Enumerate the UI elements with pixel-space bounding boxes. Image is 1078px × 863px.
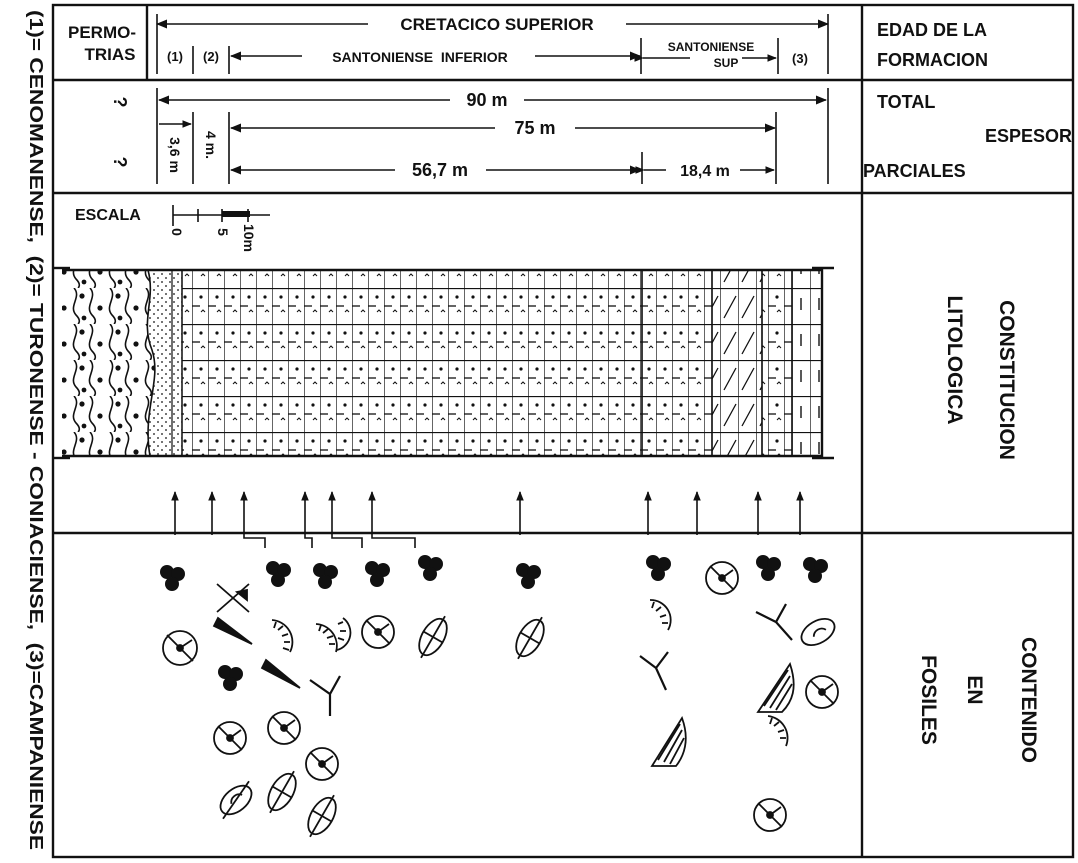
rudist-icon — [756, 661, 795, 713]
partial-thickness-184: 18,4 m — [680, 163, 730, 180]
gastropod-icon — [219, 780, 253, 820]
stage-santoniense-inferior: SANTONIENSE INFERIOR — [332, 49, 508, 65]
foraminifera-icon — [516, 563, 541, 589]
crinoid-icon — [361, 615, 395, 649]
stage-3-label: (3) — [792, 51, 808, 66]
sample-arrows — [171, 491, 804, 548]
branch-fossil-icon — [755, 603, 793, 641]
scale-label: ESCALA — [75, 207, 141, 224]
constitucion-label: CONSTITUCION — [995, 300, 1018, 460]
litologica-label: LITOLOGICA — [943, 295, 966, 424]
scale-tick-5: 5 — [215, 228, 231, 236]
crinoid-icon — [705, 561, 739, 595]
ostracod-icon — [267, 770, 297, 814]
foraminifera-icon — [365, 561, 390, 587]
echinoid-spine-icon — [649, 599, 672, 631]
contenido-label: CONTENIDO — [1017, 637, 1040, 763]
edad-label-line1: EDAD DE LA — [877, 20, 987, 40]
espesor-label: ESPESOR — [985, 126, 1072, 146]
total-thickness-value: 90 m — [466, 90, 507, 110]
crinoid-icon — [305, 747, 339, 781]
right-column-labels: EDAD DE LA FORMACION TOTAL ESPESOR PARCI… — [863, 20, 1072, 763]
period-permotrias-line2: TRIAS — [85, 45, 136, 64]
rudist-icon — [650, 715, 687, 767]
crinoid-icon — [805, 675, 839, 709]
en-label: EN — [963, 675, 986, 704]
stage-2-label: (2) — [203, 49, 219, 64]
thickness-row: ? ? 90 m 75 m 3,6 m 4 m. 56,7 m 18,4 m — [110, 88, 829, 184]
partial-thickness-4: 4 m. — [203, 131, 219, 159]
fosiles-label: FOSILES — [917, 655, 940, 745]
stage-santoniense-sup-line1: SANTONIENSE — [668, 40, 754, 54]
partial-thickness-567: 56,7 m — [412, 160, 468, 180]
echinoid-spine-icon — [767, 715, 789, 747]
crinoid-icon — [162, 630, 198, 666]
scale-tick-10: 10m — [241, 224, 257, 252]
crinoid-icon — [267, 711, 301, 745]
crinoid-icon — [213, 721, 247, 755]
scale-tick-0: 0 — [169, 228, 185, 236]
parciales-label: PARCIALES — [863, 161, 966, 181]
ostracod-icon — [307, 794, 337, 838]
crinoid-icon — [753, 798, 787, 832]
foraminifera-icon — [756, 555, 781, 581]
foraminifera-icon — [160, 565, 185, 591]
echinoid-spine-icon — [315, 623, 338, 653]
total-label: TOTAL — [877, 92, 935, 112]
unknown-thickness-mark: ? — [110, 97, 130, 108]
partial-thickness-36: 3,6 m — [167, 137, 183, 173]
branch-fossil-icon — [309, 675, 341, 716]
spicule-icon — [260, 658, 301, 689]
ostracod-icon — [515, 616, 545, 660]
partial-thickness-75: 75 m — [514, 118, 555, 138]
bryozoan-icon — [216, 583, 250, 613]
branch-fossil-icon — [639, 651, 669, 691]
period-permotrias-line1: PERMO- — [68, 23, 136, 42]
stage-legend: (1)= CENOMANENSE, (2)= TURONENSE - CONIA… — [26, 10, 46, 850]
gastropod-icon — [800, 617, 836, 647]
foraminifera-icon — [266, 561, 291, 587]
spicule-icon — [212, 616, 253, 645]
echinoid-spine-icon — [271, 619, 294, 653]
fossil-symbols — [160, 555, 839, 838]
foraminifera-icon — [418, 555, 443, 581]
period-cretacico-superior: CRETACICO SUPERIOR — [400, 15, 593, 34]
foraminifera-icon — [313, 563, 338, 589]
edad-label-line2: FORMACION — [877, 50, 988, 70]
age-header: PERMO- TRIAS CRETACICO SUPERIOR (1) (2) … — [68, 14, 830, 74]
foraminifera-icon — [646, 555, 671, 581]
foraminifera-icon — [803, 557, 828, 583]
stage-1-label: (1) — [167, 49, 183, 64]
unknown-thickness-mark-2: ? — [110, 157, 130, 168]
echinoid-spine-icon — [336, 617, 352, 651]
table-frame — [51, 3, 1075, 859]
scale-bar: ESCALA 0 5 10m — [75, 205, 270, 252]
lithologic-column — [54, 266, 834, 460]
stage-santoniense-sup-line2: SUP — [714, 56, 739, 70]
ostracod-icon — [418, 615, 448, 659]
foraminifera-icon — [218, 665, 243, 691]
